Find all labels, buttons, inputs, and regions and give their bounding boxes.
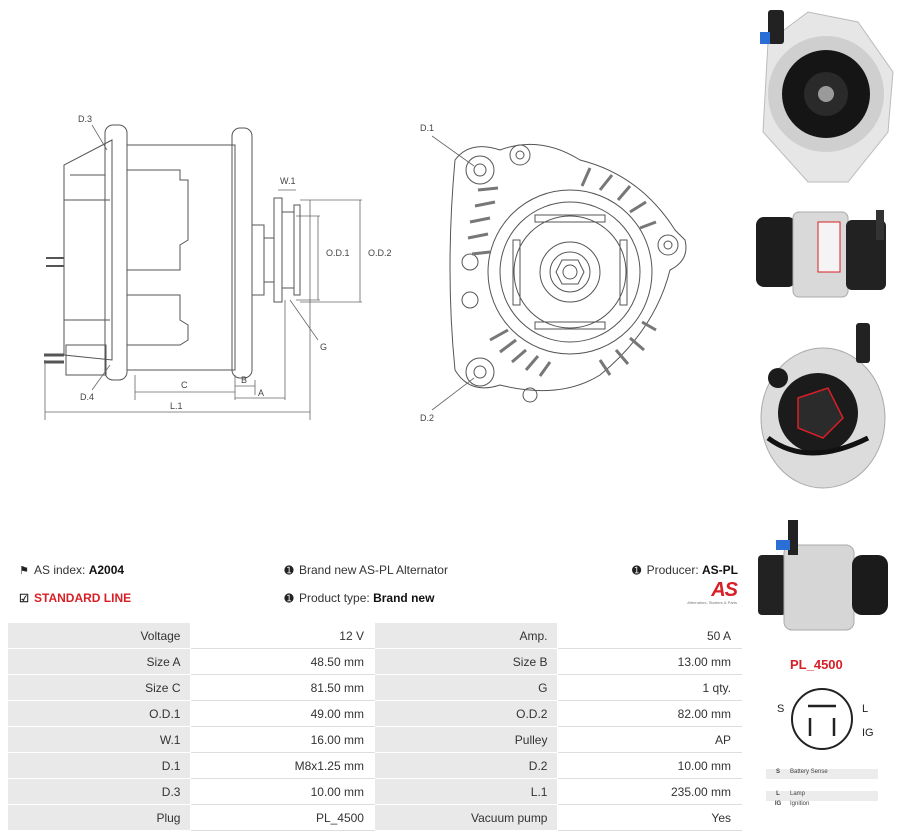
spec-label: D.3 bbox=[8, 778, 192, 805]
spec-value: 48.50 mm bbox=[190, 648, 375, 675]
description-text: Brand new AS-PL Alternator bbox=[299, 563, 448, 577]
spec-value: 50 A bbox=[557, 622, 742, 649]
spec-label: Vacuum pump bbox=[374, 804, 559, 831]
plug-legend-row: S Battery Sense bbox=[766, 769, 878, 779]
product-type-label: Product type: bbox=[299, 591, 370, 605]
info-icon: ➊ bbox=[284, 593, 294, 605]
plug-legend-key: IG bbox=[774, 801, 782, 807]
label-d4: D.4 bbox=[80, 392, 94, 402]
spec-label: W.1 bbox=[8, 726, 192, 753]
label-od2: O.D.2 bbox=[368, 248, 392, 258]
side-view-drawing: D.3 D.4 W.1 O.D.1 O.D.2 G C B A L.1 bbox=[44, 114, 392, 420]
label-od1: O.D.1 bbox=[326, 248, 350, 258]
spec-value: Yes bbox=[557, 804, 742, 831]
as-pl-logo: AS Alternators, Starters & Parts bbox=[665, 579, 738, 612]
plug-pin-l: L bbox=[862, 703, 869, 715]
plug-legend-key: S bbox=[775, 769, 780, 775]
spec-value: 16.00 mm bbox=[190, 726, 375, 753]
spec-value: 235.00 mm bbox=[557, 778, 742, 805]
as-index-value: A2004 bbox=[88, 563, 125, 577]
spec-value: 81.50 mm bbox=[190, 674, 375, 701]
spec-value: 1 qty. bbox=[557, 674, 742, 701]
standard-line-label: STANDARD LINE bbox=[34, 591, 132, 605]
spec-label: O.D.1 bbox=[8, 700, 192, 727]
plug-legend-text: Lamp bbox=[790, 791, 806, 797]
spec-label: D.1 bbox=[8, 752, 192, 779]
label-g: G bbox=[320, 342, 327, 352]
spec-label: Voltage bbox=[8, 622, 192, 649]
label-d3: D.3 bbox=[78, 114, 92, 124]
spec-label: D.2 bbox=[374, 752, 559, 779]
spec-label: O.D.2 bbox=[374, 700, 559, 727]
plug-diagram bbox=[791, 688, 853, 750]
logo-tagline: Alternators, Starters & Parts bbox=[687, 600, 737, 605]
check-square-icon: ☑ bbox=[19, 593, 29, 605]
front-view-drawing: D.1 D.2 bbox=[420, 123, 687, 423]
spec-value: M8x1.25 mm bbox=[190, 752, 375, 779]
spec-value: 13.00 mm bbox=[557, 648, 742, 675]
spec-label: Size C bbox=[8, 674, 192, 701]
product-type-value: Brand new bbox=[373, 591, 435, 605]
spec-value: 10.00 mm bbox=[190, 778, 375, 805]
plug-legend-row: IG Ignition bbox=[766, 801, 878, 811]
spec-value: 10.00 mm bbox=[557, 752, 742, 779]
producer: ➊ Producer: AS-PL bbox=[631, 563, 738, 577]
producer-label: Producer: bbox=[646, 563, 699, 577]
info-icon: ➊ bbox=[632, 565, 642, 577]
label-d1: D.1 bbox=[420, 123, 434, 133]
plug-pin-s: S bbox=[777, 703, 785, 715]
logo-text: AS bbox=[711, 579, 738, 601]
plug-code: PL_4500 bbox=[790, 657, 843, 672]
product-photo-front[interactable] bbox=[748, 2, 898, 188]
spec-label: Size B bbox=[374, 648, 559, 675]
product-photo-rear[interactable] bbox=[748, 318, 898, 504]
plug-legend-text: Battery Sense bbox=[790, 769, 828, 775]
label-w1: W.1 bbox=[280, 176, 296, 186]
spec-value: 82.00 mm bbox=[557, 700, 742, 727]
spec-label: Amp. bbox=[374, 622, 559, 649]
product-photo-other-side[interactable] bbox=[748, 515, 898, 645]
spec-label: L.1 bbox=[374, 778, 559, 805]
label-d2: D.2 bbox=[420, 413, 434, 423]
standard-line: ☑ STANDARD LINE bbox=[18, 591, 131, 605]
label-b: B bbox=[241, 375, 247, 385]
product-type: ➊ Product type: Brand new bbox=[283, 591, 434, 605]
producer-value: AS-PL bbox=[702, 563, 738, 577]
spec-label: Pulley bbox=[374, 726, 559, 753]
product-photo-side[interactable] bbox=[748, 192, 898, 320]
info-icon: ➊ bbox=[284, 565, 294, 577]
spec-value: PL_4500 bbox=[190, 804, 375, 831]
plug-pin-ig: IG bbox=[862, 727, 874, 739]
spec-label: Size A bbox=[8, 648, 192, 675]
spec-value: AP bbox=[557, 726, 742, 753]
spec-value: 49.00 mm bbox=[190, 700, 375, 727]
label-a: A bbox=[258, 388, 264, 398]
label-c: C bbox=[181, 380, 188, 390]
spec-value: 12 V bbox=[190, 622, 375, 649]
tag-icon: ⚑ bbox=[19, 565, 29, 577]
as-index: ⚑ AS index: A2004 bbox=[18, 563, 124, 577]
plug-legend-key: L bbox=[776, 791, 780, 797]
spec-label: G bbox=[374, 674, 559, 701]
plug-legend-row: L Lamp bbox=[766, 791, 878, 801]
as-index-label: AS index: bbox=[34, 563, 86, 577]
spec-label: Plug bbox=[8, 804, 192, 831]
plug-legend-text: Ignition bbox=[790, 801, 810, 807]
description: ➊ Brand new AS-PL Alternator bbox=[283, 563, 448, 577]
label-l1: L.1 bbox=[170, 401, 183, 411]
